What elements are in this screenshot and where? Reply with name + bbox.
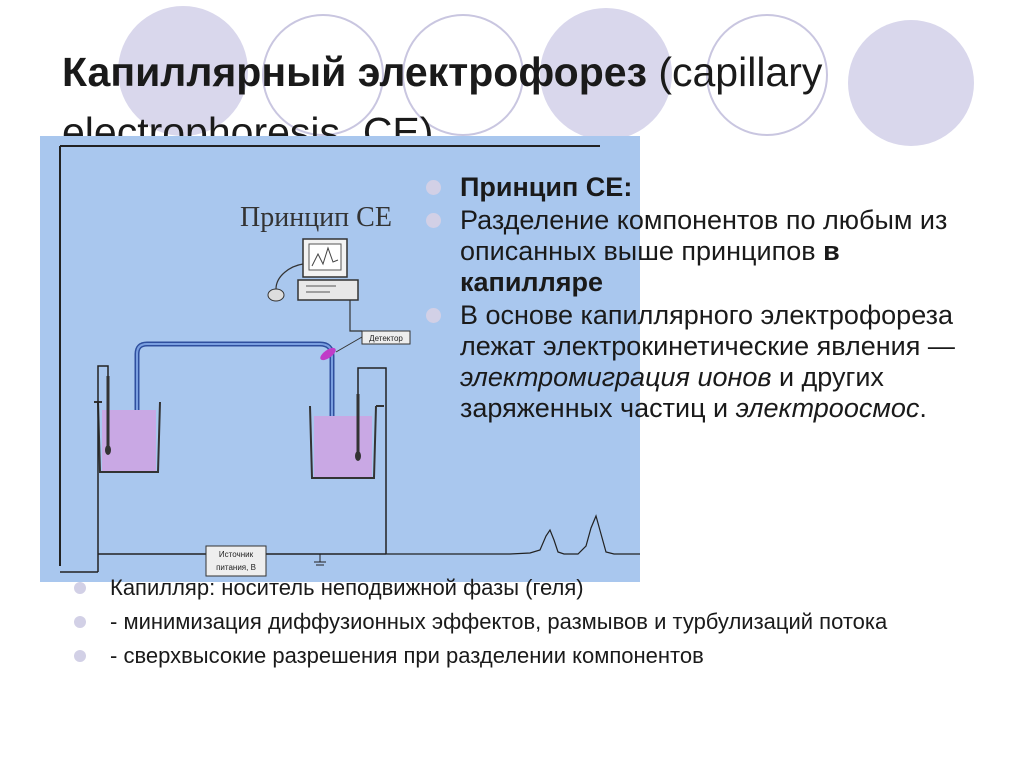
list-item: - минимизация диффузионных эффектов, раз… [72, 610, 972, 634]
decor-ring [262, 14, 384, 136]
list-item: Разделение компонентов по любым из описа… [424, 205, 984, 298]
diagram-background [40, 136, 640, 582]
bullet-icon [74, 650, 86, 662]
list-italic-text: электроосмос [735, 393, 920, 423]
detection-window [320, 347, 336, 361]
svg-text:питания, В: питания, В [216, 563, 256, 572]
list-bold-text: в капилляре [460, 236, 840, 297]
svg-text:Источник: Источник [219, 550, 254, 559]
right-beaker [309, 405, 384, 479]
bullet-icon [426, 180, 441, 195]
list-text: - сверхвысокие разрешения при разделении… [110, 643, 704, 668]
list-text: и других заряженных частиц и [460, 362, 884, 423]
principle-heading: Принцип CE: [460, 172, 633, 202]
electropherogram-trace [386, 514, 640, 555]
list-text: - минимизация диффузионных эффектов, раз… [110, 609, 888, 634]
power-supply-box: Источник питания, В [205, 545, 267, 577]
decor-ring [402, 14, 524, 136]
bullet-icon [426, 308, 441, 323]
list-item: Принцип CE: [424, 172, 984, 203]
decor-circle [118, 6, 248, 136]
decor-circle [540, 8, 672, 140]
bullet-icon [74, 616, 86, 628]
list-text: . [919, 393, 927, 423]
computer-icon [267, 238, 359, 302]
list-text: В основе капиллярного электрофореза лежа… [460, 300, 955, 361]
diagram-heading: Принцип CE [240, 202, 392, 233]
title-bold: Капиллярный электрофорез [62, 49, 647, 95]
left-beaker [94, 401, 161, 473]
ground-symbol [314, 554, 326, 566]
decor-circle [848, 20, 974, 146]
list-text: Капилляр: носитель неподвижной фазы (гел… [110, 575, 584, 600]
bullet-icon [426, 213, 441, 228]
svg-text:Детектор: Детектор [369, 334, 403, 343]
bullet-icon [74, 582, 86, 594]
capillary-notes-list: Капилляр: носитель неподвижной фазы (гел… [72, 576, 972, 678]
decor-ring [706, 14, 828, 136]
detector-label: Детектор [361, 330, 411, 345]
list-italic-text: электромиграция ионов [460, 362, 772, 392]
list-item: В основе капиллярного электрофореза лежа… [424, 300, 984, 424]
list-item: Капилляр: носитель неподвижной фазы (гел… [72, 576, 972, 600]
ce-principle-diagram: Принцип CE Детектор [40, 136, 640, 582]
list-text: Разделение компонентов по любым из описа… [460, 205, 948, 266]
list-item: - сверхвысокие разрешения при разделении… [72, 644, 972, 668]
principle-list: Принцип CE: Разделение компонентов по лю… [424, 172, 984, 426]
